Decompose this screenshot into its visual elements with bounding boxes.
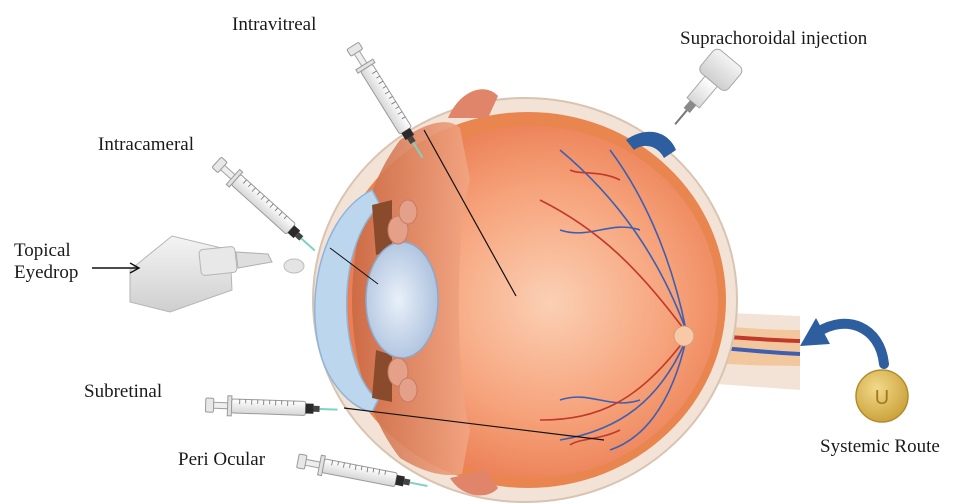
eyedrop-bottle [130,236,304,312]
intracameral-syringe [210,155,321,258]
suprachoroidal-injector [661,47,744,136]
label-topical-eyedrop: Topical Eyedrop [14,240,78,284]
subretinal-syringe [205,395,338,420]
label-intravitreal: Intravitreal [232,14,316,36]
lens [366,242,438,358]
label-systemic-route: Systemic Route [820,436,940,458]
label-suprachoroidal-injection: Suprachoroidal injection [680,28,867,50]
systemic-arrow-icon [800,318,884,364]
label-topical: Topical [14,240,78,262]
topical-arrow [92,263,139,273]
optic-disc [674,326,694,346]
pill-icon: U [856,370,908,422]
pill-letter: U [875,387,889,409]
label-intracameral: Intracameral [98,134,194,156]
label-eyedrop: Eyedrop [14,262,78,284]
label-subretinal: Subretinal [84,381,162,403]
label-peri-ocular: Peri Ocular [178,449,265,471]
